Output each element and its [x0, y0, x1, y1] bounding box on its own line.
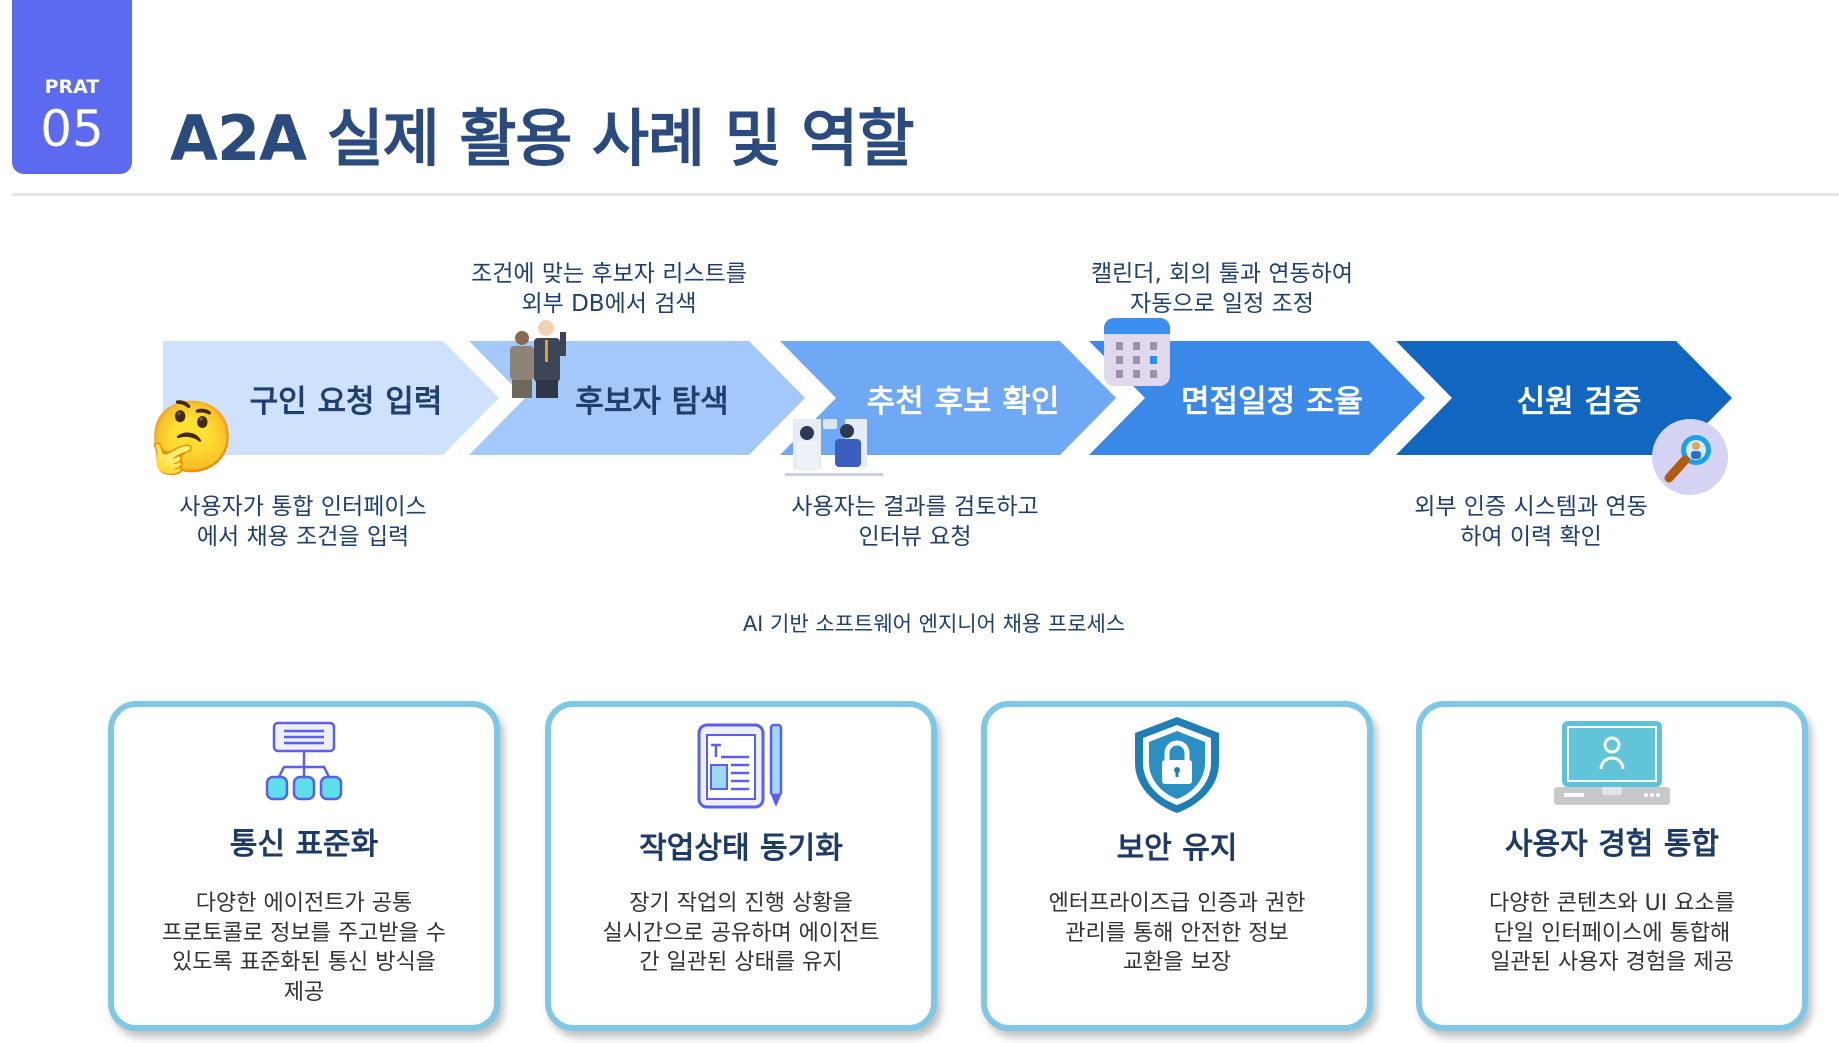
- card-communication-standard: 통신 표준화 다양한 에이전트가 공통 프로토콜로 정보를 주고받을 수 있도록…: [108, 701, 500, 1031]
- business-people-icon: [500, 318, 580, 400]
- part-badge: PRAT 05: [12, 0, 132, 174]
- thinking-face-icon: 🤔: [148, 395, 236, 478]
- step-review-candidates: 추천 후보 확인: [780, 341, 1116, 455]
- caption-line: 사용자는 결과를 검토하고: [791, 494, 1039, 520]
- part-number: 05: [40, 100, 104, 158]
- card-body-line: 엔터프라이즈급 인증과 권한: [1048, 891, 1306, 916]
- card-title: 사용자 경험 통합: [1504, 827, 1720, 862]
- card-body-line: 간 일관된 상태를 유지: [639, 950, 843, 975]
- card-body-line: 제공: [283, 979, 325, 1005]
- card-security: 보안 유지 엔터프라이즈급 인증과 권한 관리를 통해 안전한 정보 교환을 보…: [981, 701, 1373, 1031]
- step-label: 추천 후보 확인: [866, 383, 1060, 420]
- laptop-user-icon: [1422, 721, 1802, 813]
- card-title: 보안 유지: [1116, 831, 1238, 866]
- step-label: 신원 검증: [1516, 383, 1642, 420]
- step-job-request: 구인 요청 입력: [163, 341, 499, 455]
- card-body: 다양한 에이전트가 공통 프로토콜로 정보를 주고받을 수 있도록 표준화된 통…: [124, 889, 484, 1007]
- network-hierarchy-icon: [114, 721, 494, 813]
- card-ux-integration: 사용자 경험 통합 다양한 콘텐츠와 UI 요소를 단일 인터페이스에 통합해 …: [1416, 701, 1808, 1031]
- step-label: 후보자 탐색: [575, 383, 729, 420]
- caption-interview-schedule: 캘린더, 회의 툴과 연동하여 자동으로 일정 조정: [1012, 259, 1432, 319]
- caption-line: 캘린더, 회의 툴과 연동하여: [1090, 261, 1353, 287]
- card-body-line: 프로토콜로 정보를 주고받을 수: [161, 920, 447, 946]
- caption-candidate-search: 조건에 맞는 후보자 리스트를 외부 DB에서 검색: [399, 259, 819, 319]
- card-body: 엔터프라이즈급 인증과 권한 관리를 통해 안전한 정보 교환을 보장: [997, 889, 1357, 978]
- magnifier-person-icon: [1651, 418, 1729, 496]
- caption-line: 사용자가 통합 인터페이스: [179, 494, 427, 520]
- caption-identity-verify: 외부 인증 시스템과 연동 하여 이력 확인: [1321, 492, 1741, 552]
- caption-line: 에서 채용 조건을 입력: [196, 524, 410, 550]
- caption-review-candidates: 사용자는 결과를 검토하고 인터뷰 요청: [705, 492, 1125, 552]
- header-divider: [12, 193, 1839, 196]
- meeting-illustration-icon: [785, 415, 883, 479]
- process-subtitle: AI 기반 소프트웨어 엔지니어 채용 프로세스: [742, 612, 1126, 636]
- card-title: 작업상태 동기화: [639, 831, 843, 866]
- card-body-line: 장기 작업의 진행 상황을: [629, 891, 853, 916]
- page-title: A2A 실제 활용 사례 및 역할: [170, 102, 914, 175]
- card-body-line: 관리를 통해 안전한 정보: [1065, 920, 1289, 946]
- card-body-line: 있도록 표준화된 통신 방식을: [172, 950, 436, 975]
- card-body: 장기 작업의 진행 상황을 실시간으로 공유하며 에이전트 간 일관된 상태를 …: [561, 889, 921, 978]
- part-label: PRAT: [44, 76, 100, 98]
- card-body-line: 단일 인터페이스에 통합해: [1493, 920, 1731, 946]
- document-pencil-icon: [551, 721, 931, 813]
- card-body-line: 교환을 보장: [1122, 950, 1232, 975]
- calendar-icon: [1104, 318, 1170, 386]
- caption-line: 조건에 맞는 후보자 리스트를: [471, 261, 747, 287]
- card-body-line: 일관된 사용자 경험을 제공: [1490, 950, 1734, 975]
- caption-line: 외부 DB에서 검색: [521, 291, 697, 317]
- card-title: 통신 표준화: [229, 827, 379, 862]
- step-label: 구인 요청 입력: [249, 383, 443, 420]
- card-body-line: 다양한 에이전트가 공통: [195, 891, 413, 916]
- caption-line: 외부 인증 시스템과 연동: [1414, 494, 1648, 520]
- caption-line: 하여 이력 확인: [1460, 524, 1602, 550]
- card-state-sync: 작업상태 동기화 장기 작업의 진행 상황을 실시간으로 공유하며 에이전트 간…: [545, 701, 937, 1031]
- caption-job-request: 사용자가 통합 인터페이스 에서 채용 조건을 입력: [93, 492, 513, 552]
- card-body-line: 다양한 콘텐츠와 UI 요소를: [1489, 891, 1735, 916]
- card-body: 다양한 콘텐츠와 UI 요소를 단일 인터페이스에 통합해 일관된 사용자 경험…: [1432, 889, 1792, 978]
- shield-lock-icon: [987, 715, 1367, 815]
- caption-line: 인터뷰 요청: [858, 524, 972, 550]
- card-body-line: 실시간으로 공유하며 에이전트: [602, 920, 880, 946]
- step-label: 면접일정 조율: [1181, 383, 1363, 420]
- caption-line: 자동으로 일정 조정: [1130, 291, 1314, 317]
